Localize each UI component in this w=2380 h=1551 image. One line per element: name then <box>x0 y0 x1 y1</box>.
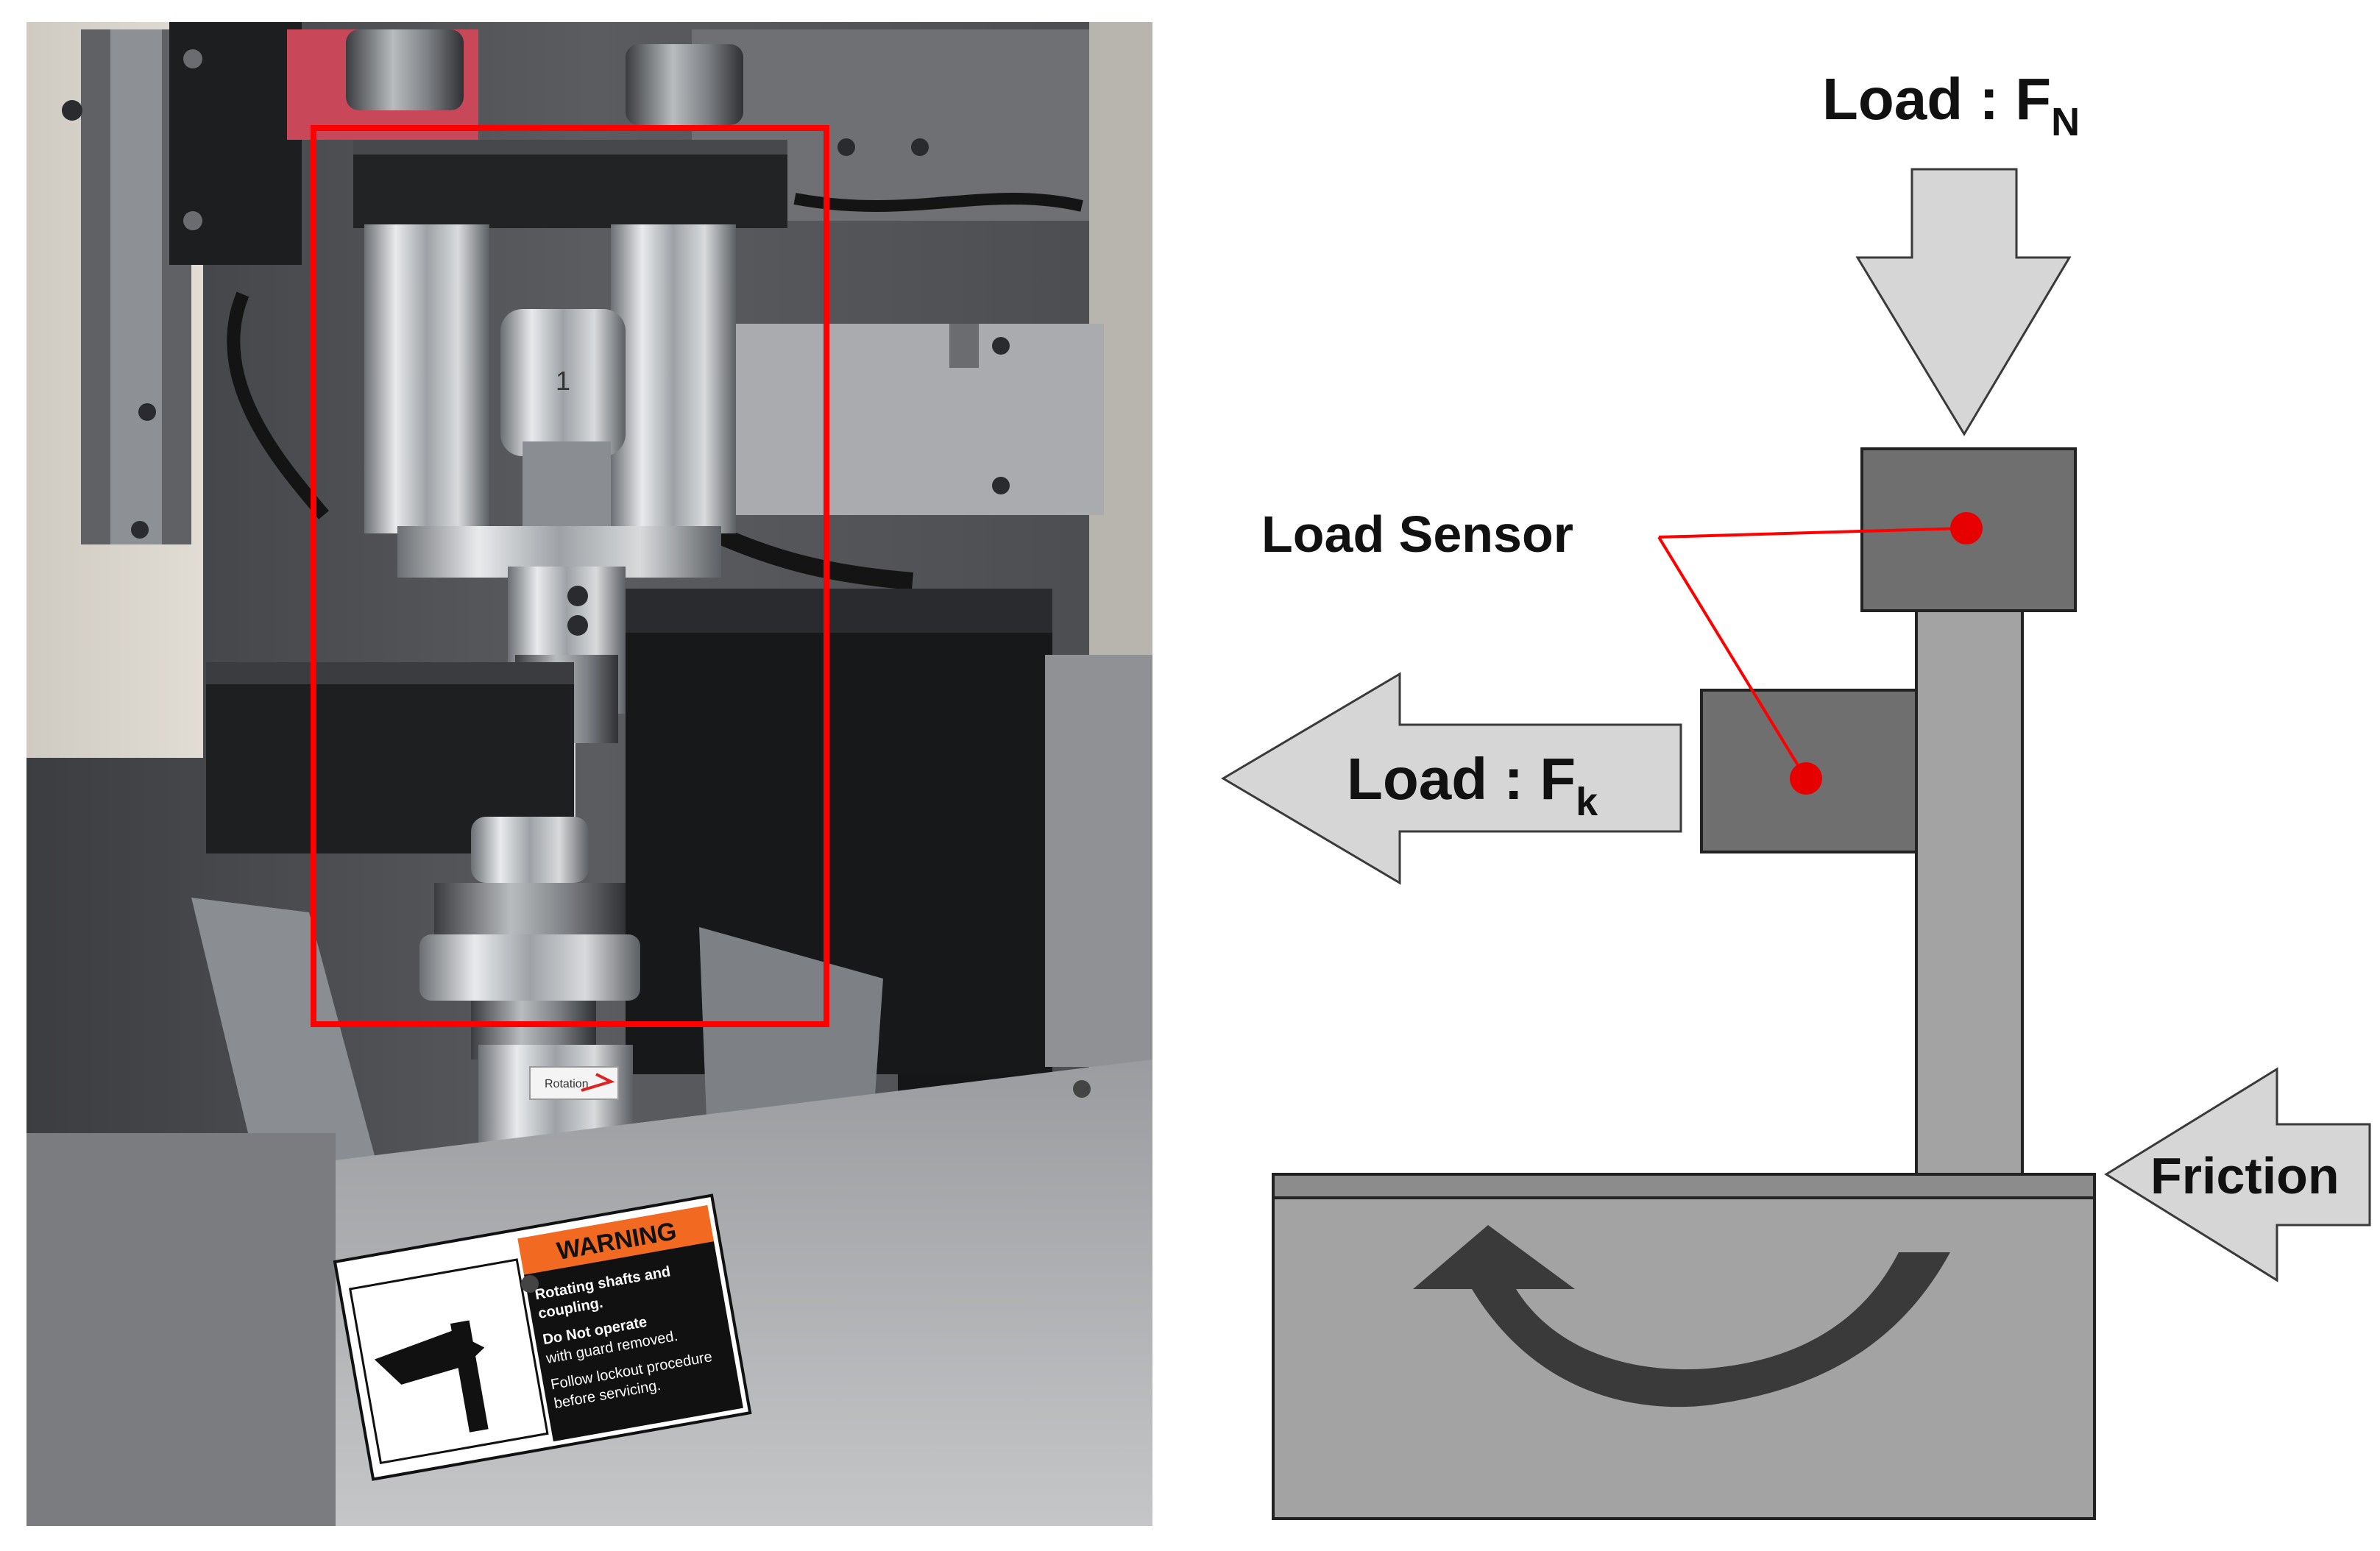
sensor-dot-top <box>1950 512 1983 544</box>
cable <box>703 522 913 590</box>
sensor-leader-side <box>1657 536 1807 780</box>
left-rail-inner <box>110 29 162 544</box>
disk-large <box>419 934 640 1001</box>
rail-bolt <box>131 521 149 539</box>
warning-header-bg <box>517 1204 714 1275</box>
sensor-housing-right-top <box>626 589 1052 633</box>
front-panel-left <box>26 1133 336 1526</box>
load-fn-text: Load : F <box>1822 66 2051 132</box>
vertical-column <box>1915 609 2024 1176</box>
load-sensor-label: Load Sensor <box>1261 505 1573 563</box>
sensor-dot-side <box>1790 762 1822 795</box>
schematic-diagram: Load : FN Load : Fk Load Sensor Friction <box>1221 66 2371 1520</box>
housing-bolt <box>911 138 929 156</box>
guide-post-left <box>364 224 489 533</box>
cable <box>793 193 1083 212</box>
load-fn-label: Load : FN <box>1822 66 2080 144</box>
rail-bolt <box>62 100 82 121</box>
sensor-leader-top <box>1658 527 1964 539</box>
disk-mid <box>434 883 626 942</box>
load-fk-text: Load : F <box>1347 746 1576 812</box>
panel-screw <box>1073 1080 1091 1098</box>
holder-screw <box>567 615 588 636</box>
spring-knob-right <box>626 44 743 125</box>
shaft-pictogram <box>450 1320 489 1433</box>
stage-tray-edge <box>206 662 574 684</box>
load-fn-arrow <box>1855 168 2072 436</box>
friction-arrow <box>2104 1067 2371 1282</box>
warning-text-bg <box>523 1241 743 1442</box>
warning-sticker: WARNING Rotating shafts and coupling. Do… <box>333 1193 752 1481</box>
holder-screw <box>567 586 588 606</box>
side-sensor-block <box>1700 689 1918 853</box>
grey-cabinet <box>1045 655 1152 1067</box>
cable <box>227 291 329 519</box>
load-fk-label: Load : Fk <box>1347 746 1598 824</box>
highlight-box <box>311 125 829 1027</box>
housing-bolt <box>992 337 1010 355</box>
load-fk-subscript: k <box>1576 780 1598 824</box>
friction-label: Friction <box>2150 1147 2340 1204</box>
disk-top-plate <box>1272 1173 2096 1199</box>
panel-screw <box>521 1275 539 1293</box>
motor-bolt <box>183 211 202 230</box>
disk-top <box>471 817 589 883</box>
disk-body <box>1272 1196 2096 1520</box>
rotation-sticker-text: Rotation <box>545 1078 589 1090</box>
housing-bolt <box>992 477 1010 494</box>
collet-clevis <box>523 441 611 537</box>
upper-housing-notch <box>949 324 979 368</box>
collet-body <box>500 309 626 456</box>
motor-bolt <box>183 49 202 68</box>
top-plate-edge <box>353 140 787 155</box>
rotation-sticker-arrow <box>581 1073 615 1092</box>
load-fk-arrow <box>1221 672 1682 885</box>
rotation-arrow <box>1413 1225 1950 1408</box>
rail-bolt <box>138 403 156 421</box>
spring-knob-left <box>346 29 464 110</box>
apparatus-photo: 1 Rotation <box>26 22 1152 1526</box>
upper-housing-face <box>721 324 1104 515</box>
guide-post-right <box>611 224 736 533</box>
load-fn-subscript: N <box>2051 100 2080 144</box>
collet-number: 1 <box>556 366 570 396</box>
housing-bolt <box>837 138 855 156</box>
